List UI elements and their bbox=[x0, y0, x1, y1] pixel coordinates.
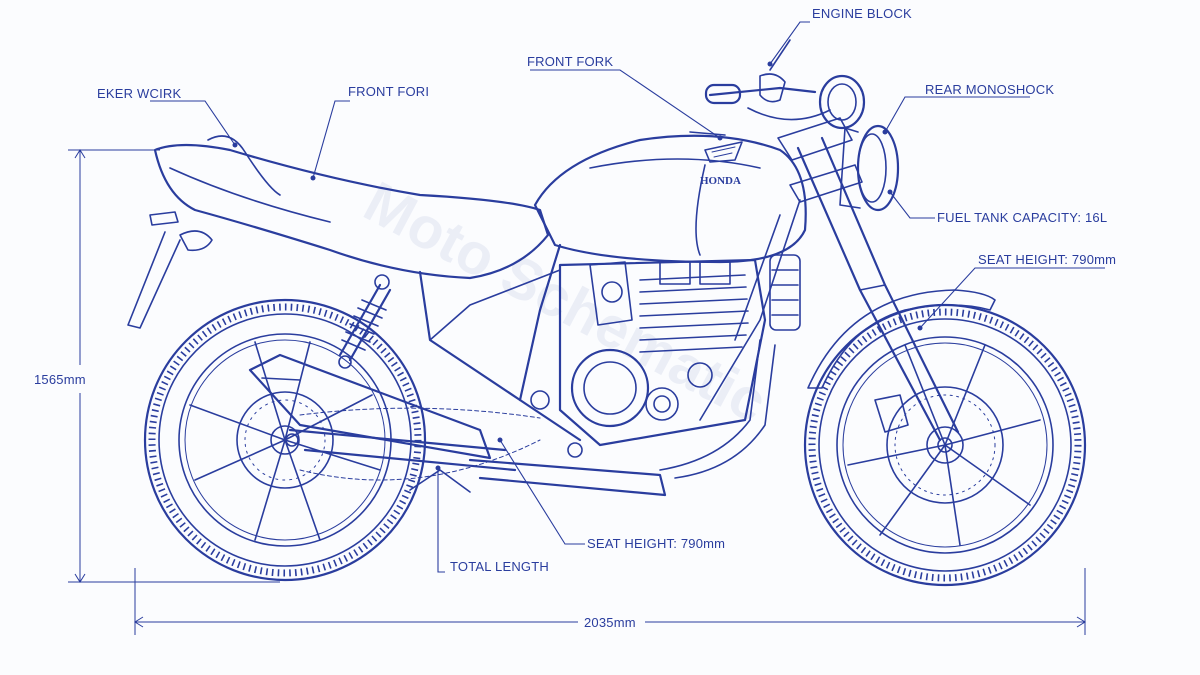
front-wheel bbox=[803, 303, 1087, 587]
height-dimension-label: 1565mm bbox=[34, 372, 86, 387]
headlight bbox=[839, 124, 900, 212]
fuel-tank-label: FUEL TANK CAPACITY: 16L bbox=[937, 210, 1107, 225]
tank-logo: HONDA bbox=[700, 175, 741, 187]
swingarm-exhaust bbox=[248, 339, 776, 497]
seat-and-tail bbox=[127, 135, 550, 329]
fuel-tank: HONDA bbox=[533, 131, 807, 264]
callout-leaders bbox=[150, 21, 1105, 573]
engine-block-label: ENGINE BLOCK bbox=[812, 6, 912, 21]
seat-height-bottom-label: SEAT HEIGHT: 790mm bbox=[587, 536, 725, 551]
rear-shock bbox=[338, 274, 392, 369]
front-fork bbox=[777, 117, 960, 442]
length-dimension-label: 2035mm bbox=[584, 615, 636, 630]
handlebar-cluster bbox=[704, 39, 866, 130]
front-fork-top-label: FRONT FORK bbox=[527, 54, 613, 69]
seat-height-right-label: SEAT HEIGHT: 790mm bbox=[978, 252, 1116, 267]
front-fork-left-label: FRONT FORI bbox=[348, 84, 429, 99]
rear-monoshock-label: REAR MONOSHOCK bbox=[925, 82, 1054, 97]
total-length-label: TOTAL LENGTH bbox=[450, 559, 549, 574]
dimension-lines bbox=[68, 149, 1086, 635]
exhaust-work-label: EKER WCIRK bbox=[97, 86, 181, 101]
engine bbox=[558, 254, 801, 447]
